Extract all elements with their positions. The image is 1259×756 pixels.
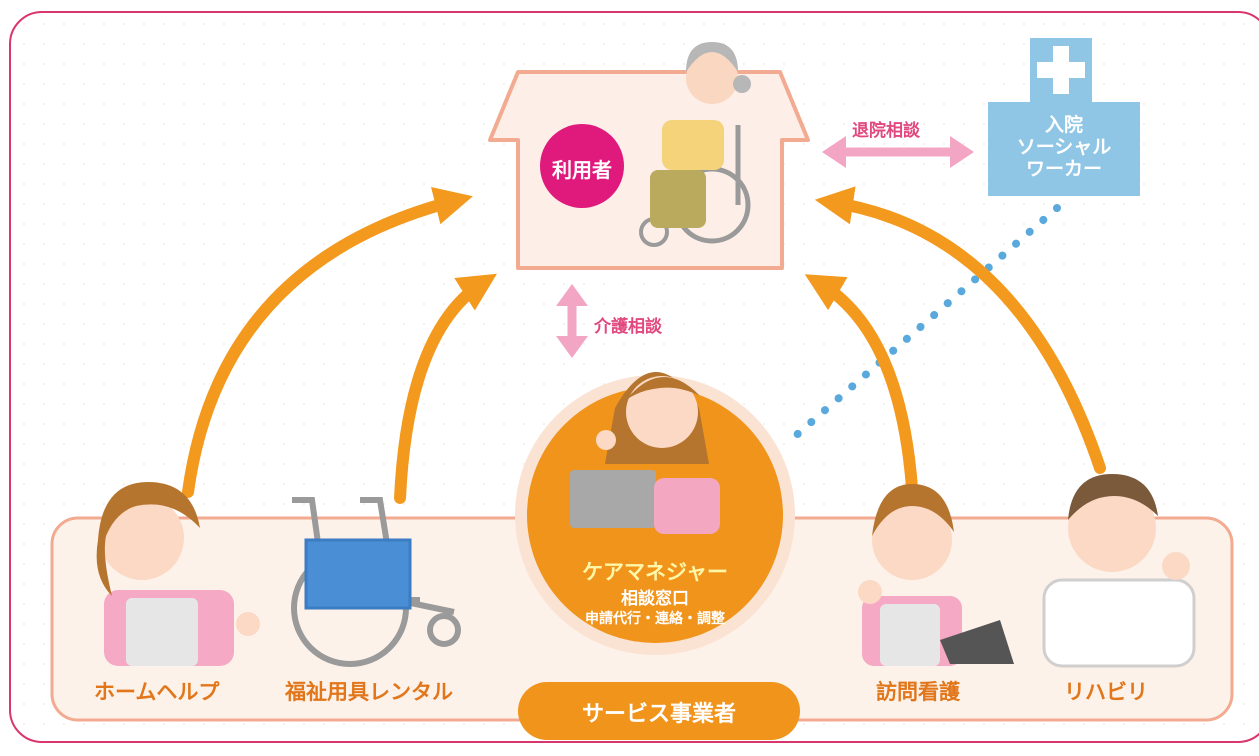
arrow-home-help [182, 187, 473, 498]
service-arrows [182, 186, 1106, 504]
care-manager-illustration [570, 372, 720, 534]
hospital-line-3: ワーカー [1025, 158, 1102, 180]
care-manager-duties: 申請代行・連絡・調整 [585, 611, 725, 627]
arrow-equipment-rental [394, 273, 497, 504]
user-label: 利用者 [552, 158, 612, 182]
arrow-rehabilitation [814, 186, 1106, 474]
elderly-user-illustration [639, 42, 751, 247]
home-helper-illustration [96, 482, 260, 666]
care-consult-label: 介護相談 [594, 317, 662, 337]
service-label-equipment-rental: 福祉用具レンタル [285, 680, 453, 704]
service-label-visiting-nursing: 訪問看護 [876, 680, 960, 704]
service-providers-pill-label: サービス事業者 [581, 702, 736, 727]
hospital-link-dotted-line [781, 204, 1061, 449]
visiting-nurse-illustration [858, 484, 1014, 666]
discharge-consult-label: 退院相談 [852, 121, 920, 141]
hospital-line-2: ソーシャル [1016, 136, 1112, 158]
hospital-line-1: 入院 [1044, 114, 1083, 136]
hospital-label: 入院 ソーシャル ワーカー [988, 114, 1140, 180]
care-manager-title: ケアマネジャー [582, 560, 728, 584]
arrow-visiting-nursing [804, 274, 918, 494]
discharge-consult-arrow [822, 136, 974, 168]
service-label-rehabilitation: リハビリ [1064, 680, 1148, 704]
house-illustration [488, 70, 810, 270]
rehabilitation-therapist-illustration [1042, 474, 1196, 668]
service-label-home-help: ホームヘルプ [94, 680, 220, 704]
care-manager-subtitle: 相談窓口 [621, 589, 689, 609]
hospital-building [988, 38, 1140, 196]
care-consult-arrow [556, 284, 588, 358]
wheelchair-illustration [291, 497, 461, 667]
service-providers-pill [518, 682, 800, 740]
user-circle [540, 124, 624, 208]
